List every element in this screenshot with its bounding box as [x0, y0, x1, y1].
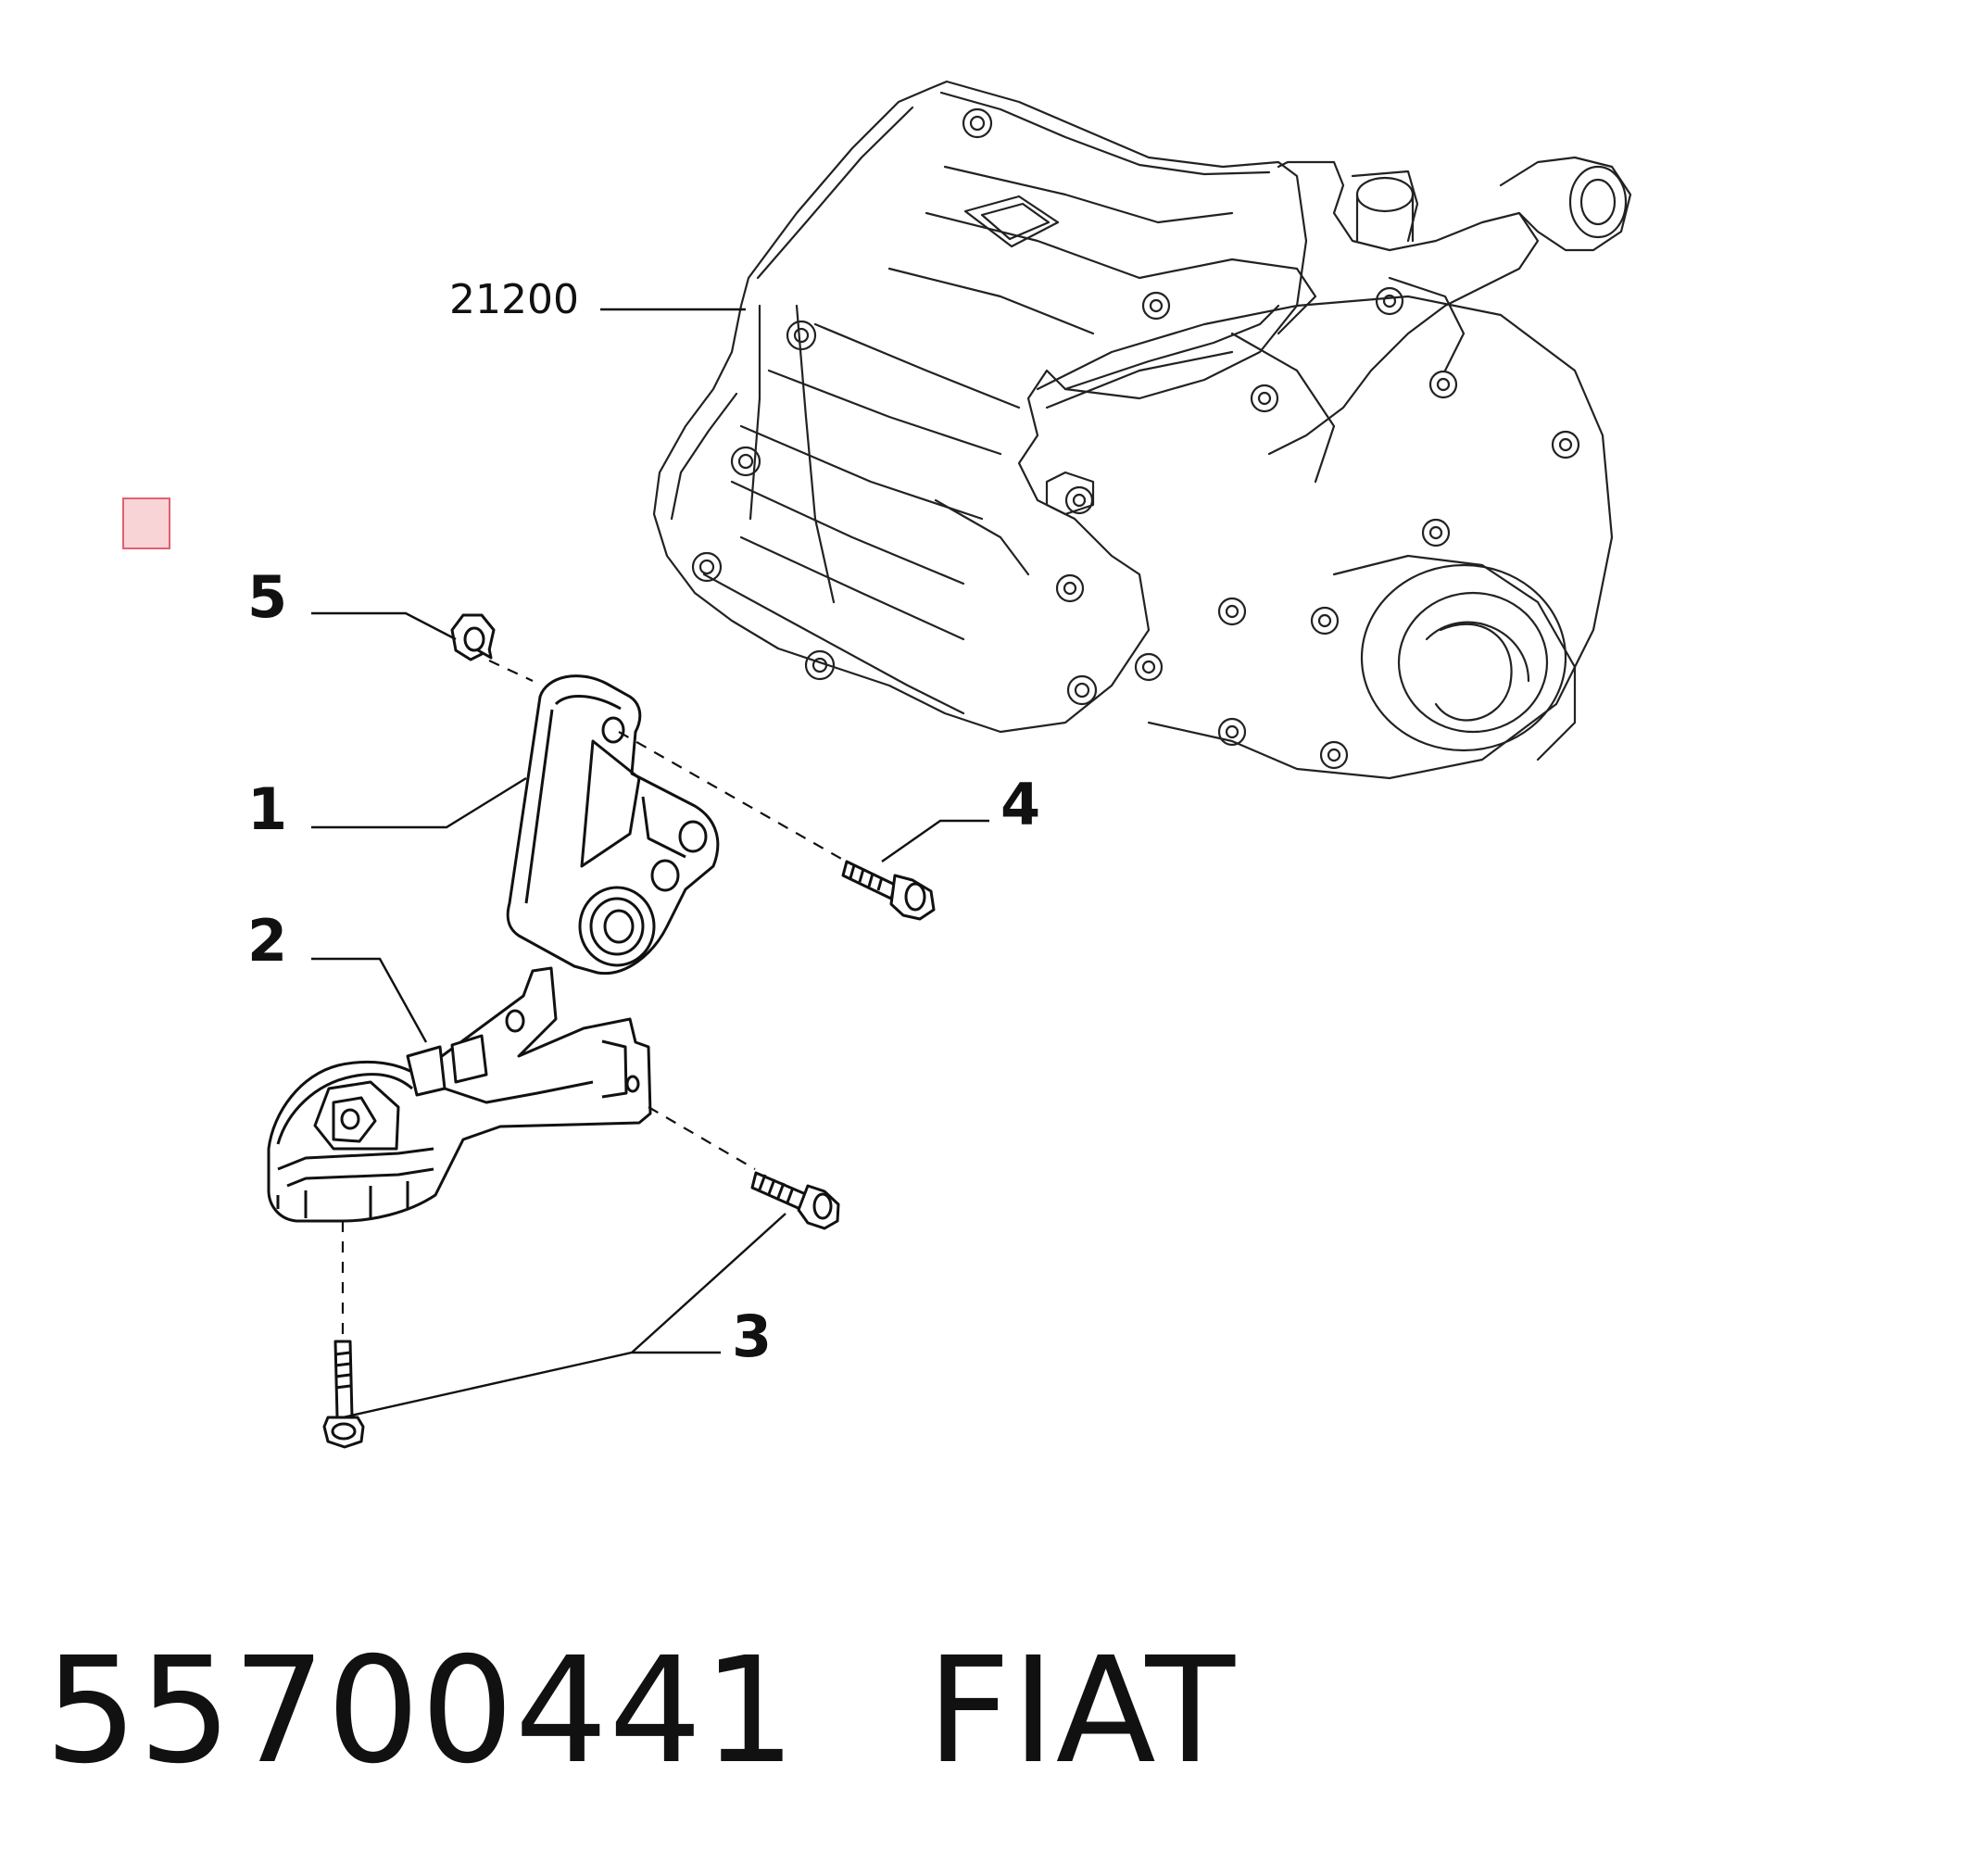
- part-5-nut: [450, 613, 496, 661]
- leader-line-5: [311, 611, 457, 641]
- part-caption: 55700441 FIAT: [44, 1626, 1236, 1796]
- brand-name: FIAT: [926, 1626, 1237, 1796]
- callout-1: 1: [247, 775, 287, 843]
- leader-line-2: [311, 957, 428, 1043]
- leader-line-4: [881, 819, 989, 862]
- assembly-reference-label: 21200: [449, 276, 579, 323]
- callout-4: 4: [1000, 771, 1040, 838]
- assembly-center-lines: [341, 660, 844, 1339]
- leader-line-3: [342, 1213, 786, 1419]
- callout-2: 2: [247, 907, 287, 975]
- callout-3: 3: [732, 1303, 772, 1370]
- transmission-housing-illustration: [652, 80, 1632, 780]
- leader-lines: [311, 308, 989, 1419]
- marker-square: [122, 497, 170, 549]
- callout-5: 5: [247, 563, 287, 631]
- part-1-mount-bracket: [506, 674, 720, 976]
- part-3-bolt-lower: [322, 1340, 365, 1449]
- part-4-bolt: [841, 860, 936, 921]
- part-2-torque-rod: [267, 966, 652, 1223]
- leader-line-1: [311, 776, 527, 829]
- part-3-bolt-upper: [750, 1171, 840, 1230]
- part-number: 55700441: [44, 1626, 798, 1796]
